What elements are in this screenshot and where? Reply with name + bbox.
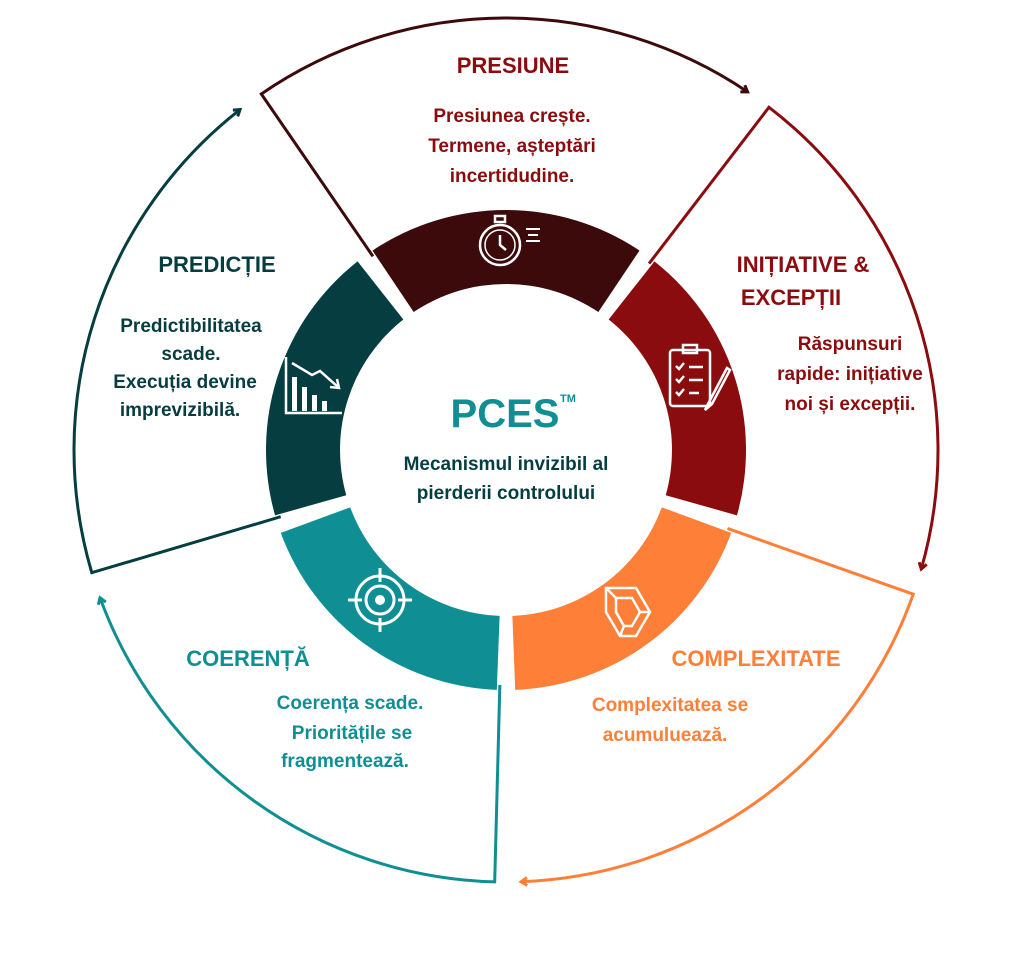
presiune-ring-segment — [372, 210, 640, 313]
predictie-cycle-arrow — [72, 110, 282, 575]
initiative-text-line: rapide: inițiative — [777, 364, 923, 385]
predictie-title: PREDICȚIE — [158, 252, 275, 277]
impossible-triangle-icon — [604, 586, 652, 638]
coerenta-ring-segment — [280, 507, 500, 690]
center-subtitle-line: pierderii controlului — [417, 483, 595, 504]
coerenta-text-line: Prioritățile se — [292, 723, 412, 744]
stopwatch-icon — [478, 214, 540, 267]
center-subtitle-line: Mecanismul invizibil al — [404, 454, 609, 475]
clipboard-checklist-icon — [668, 343, 732, 411]
section-outlines — [72, 16, 940, 884]
presiune-text-line: Presiunea crește. — [433, 106, 590, 127]
trademark-mark: TM — [560, 393, 576, 405]
presiune-text-line: Termene, așteptări — [428, 136, 596, 157]
complexitate-cycle-arrow — [521, 527, 916, 881]
presiune-text-line: incertidudine. — [450, 166, 575, 187]
presiune-cycle-arrow — [259, 16, 747, 258]
coerenta-text-line: Coerența scade. — [277, 693, 424, 714]
complexitate-text-line: Complexitatea se — [592, 695, 748, 716]
initiative-title-line: INIȚIATIVE & — [737, 252, 870, 277]
predictie-text-line: Predictibilitatea — [120, 316, 262, 337]
initiative-cycle-arrow — [647, 105, 940, 569]
center-title: PCES — [451, 392, 560, 436]
complexitate-text-line: acumuluează. — [603, 725, 728, 746]
initiative-title-line: EXCEPȚII — [741, 285, 841, 310]
predictie-text-line: imprevizibilă. — [120, 400, 240, 421]
declining-chart-icon — [284, 357, 342, 415]
target-icon — [348, 568, 412, 632]
predictie-text-line: scade. — [161, 344, 220, 365]
coerenta-title: COERENȚĂ — [186, 646, 310, 671]
initiative-text-line: noi și excepții. — [785, 394, 916, 415]
presiune-title: PRESIUNE — [457, 53, 569, 78]
coerenta-cycle-arrow — [100, 598, 502, 884]
initiative-text-line: Răspunsuri — [798, 334, 903, 355]
ring-segments — [266, 210, 747, 690]
complexitate-title: COMPLEXITATE — [671, 646, 840, 671]
predictie-text-line: Execuția devine — [113, 372, 257, 393]
coerenta-text-line: fragmentează. — [281, 751, 409, 772]
initiative-ring-segment — [608, 261, 747, 516]
